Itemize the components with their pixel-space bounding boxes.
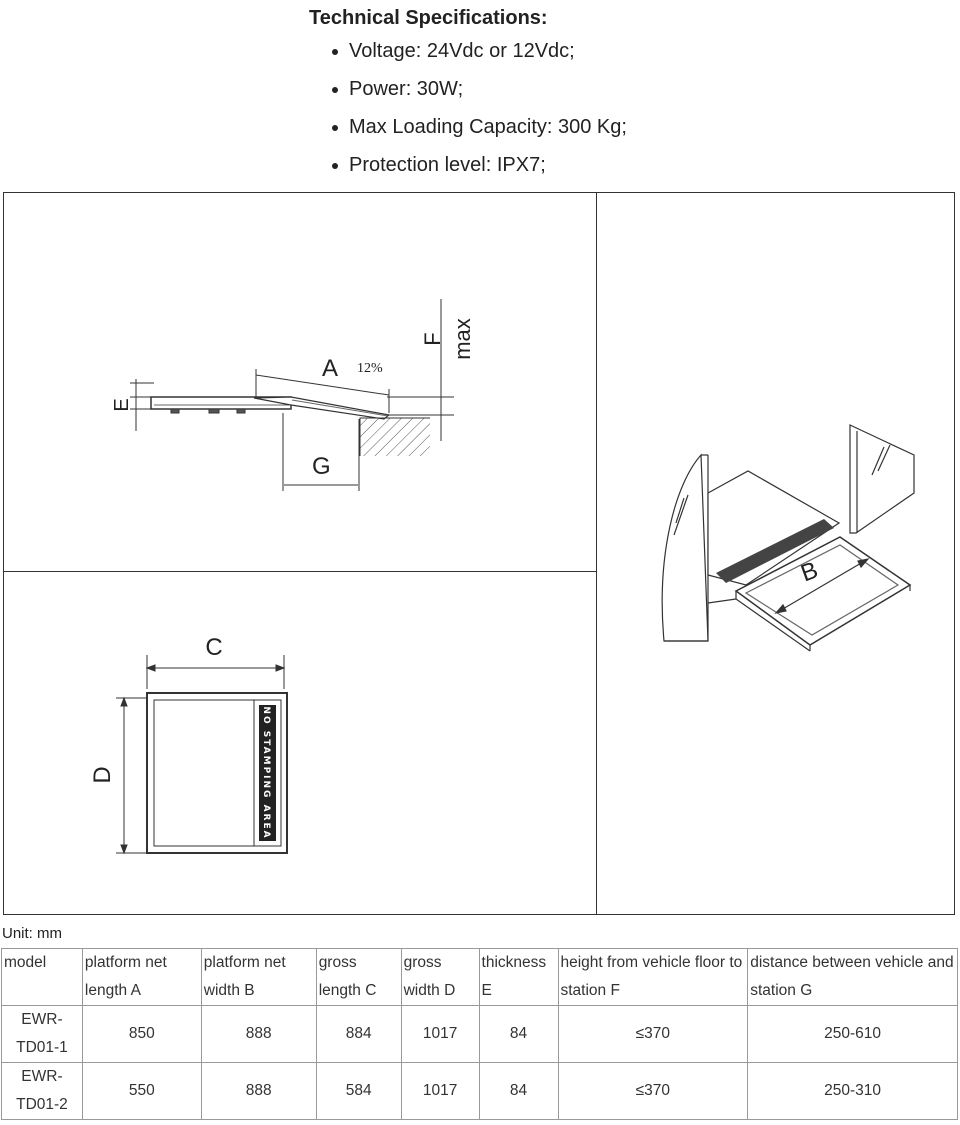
- header-distance-vehicle-station: distance between vehicle and station G: [747, 948, 958, 1006]
- header-gross-width: gross width D: [400, 948, 480, 1006]
- side-view-label-e: E: [111, 398, 133, 411]
- header-height-floor-station: height from vehicle floor to station F: [557, 948, 749, 1006]
- header-gross-length: gross length C: [315, 948, 402, 1006]
- cell-model: EWR-TD01-1: [1, 1005, 83, 1063]
- header-platform-net-width: platform net width B: [200, 948, 317, 1006]
- technical-drawing: A 12% E F max G C D NO STAMPING A: [3, 192, 955, 915]
- cell-width-b: 888: [200, 1062, 317, 1120]
- table-row: EWR-TD01-2 550 888 584 1017 84 ≤370 250-…: [1, 1062, 958, 1120]
- cell-thickness-e: 84: [478, 1062, 559, 1120]
- header-model: model: [1, 948, 83, 1006]
- cell-height-f: ≤370: [557, 1005, 749, 1063]
- top-view-label-c: C: [205, 634, 222, 661]
- drawing-svg: A 12% E F max G C D NO STAMPING A: [89, 299, 915, 855]
- cell-distance-g: 250-610: [747, 1005, 958, 1063]
- specs-list: Voltage: 24Vdc or 12Vdc; Power: 30W; Max…: [309, 32, 909, 184]
- cell-length-c: 884: [315, 1005, 402, 1063]
- top-view-label-d: D: [89, 766, 116, 783]
- side-view-label-f: F: [420, 332, 445, 345]
- cell-height-f: ≤370: [557, 1062, 749, 1120]
- table-header-row: model platform net length A platform net…: [1, 948, 958, 1006]
- cell-length-a: 850: [81, 1005, 202, 1063]
- spec-voltage: Voltage: 24Vdc or 12Vdc;: [309, 32, 909, 70]
- side-view-drawing: [130, 299, 454, 491]
- side-view-label-g: G: [312, 453, 331, 480]
- cell-length-c: 584: [315, 1062, 402, 1120]
- cell-width-d: 1017: [400, 1062, 480, 1120]
- iso-view-drawing: [661, 424, 915, 652]
- drawing-divider-horizontal: [4, 571, 596, 572]
- top-view-plate-text: NO STAMPING AREA: [261, 706, 271, 839]
- cell-length-a: 550: [81, 1062, 202, 1120]
- technical-specifications: Technical Specifications: Voltage: 24Vdc…: [309, 4, 909, 184]
- header-platform-net-length: platform net length A: [81, 948, 202, 1006]
- cell-width-d: 1017: [400, 1005, 480, 1063]
- spec-max-loading: Max Loading Capacity: 300 Kg;: [309, 108, 909, 146]
- table-row: EWR-TD01-1 850 888 884 1017 84 ≤370 250-…: [1, 1005, 958, 1063]
- side-view-label-slope: 12%: [357, 361, 383, 376]
- top-view-drawing: [116, 655, 288, 855]
- spec-power: Power: 30W;: [309, 70, 909, 108]
- header-thickness: thickness E: [478, 948, 559, 1006]
- side-view-label-a: A: [322, 355, 338, 382]
- side-view-label-max: max: [450, 318, 475, 360]
- cell-model: EWR-TD01-2: [1, 1062, 83, 1120]
- cell-width-b: 888: [200, 1005, 317, 1063]
- unit-label: Unit: mm: [2, 925, 62, 942]
- specification-table: model platform net length A platform net…: [1, 948, 958, 1120]
- drawing-divider-vertical: [596, 193, 597, 914]
- cell-thickness-e: 84: [478, 1005, 559, 1063]
- spec-protection-level: Protection level: IPX7;: [309, 146, 909, 184]
- specs-title: Technical Specifications:: [309, 7, 548, 29]
- cell-distance-g: 250-310: [747, 1062, 958, 1120]
